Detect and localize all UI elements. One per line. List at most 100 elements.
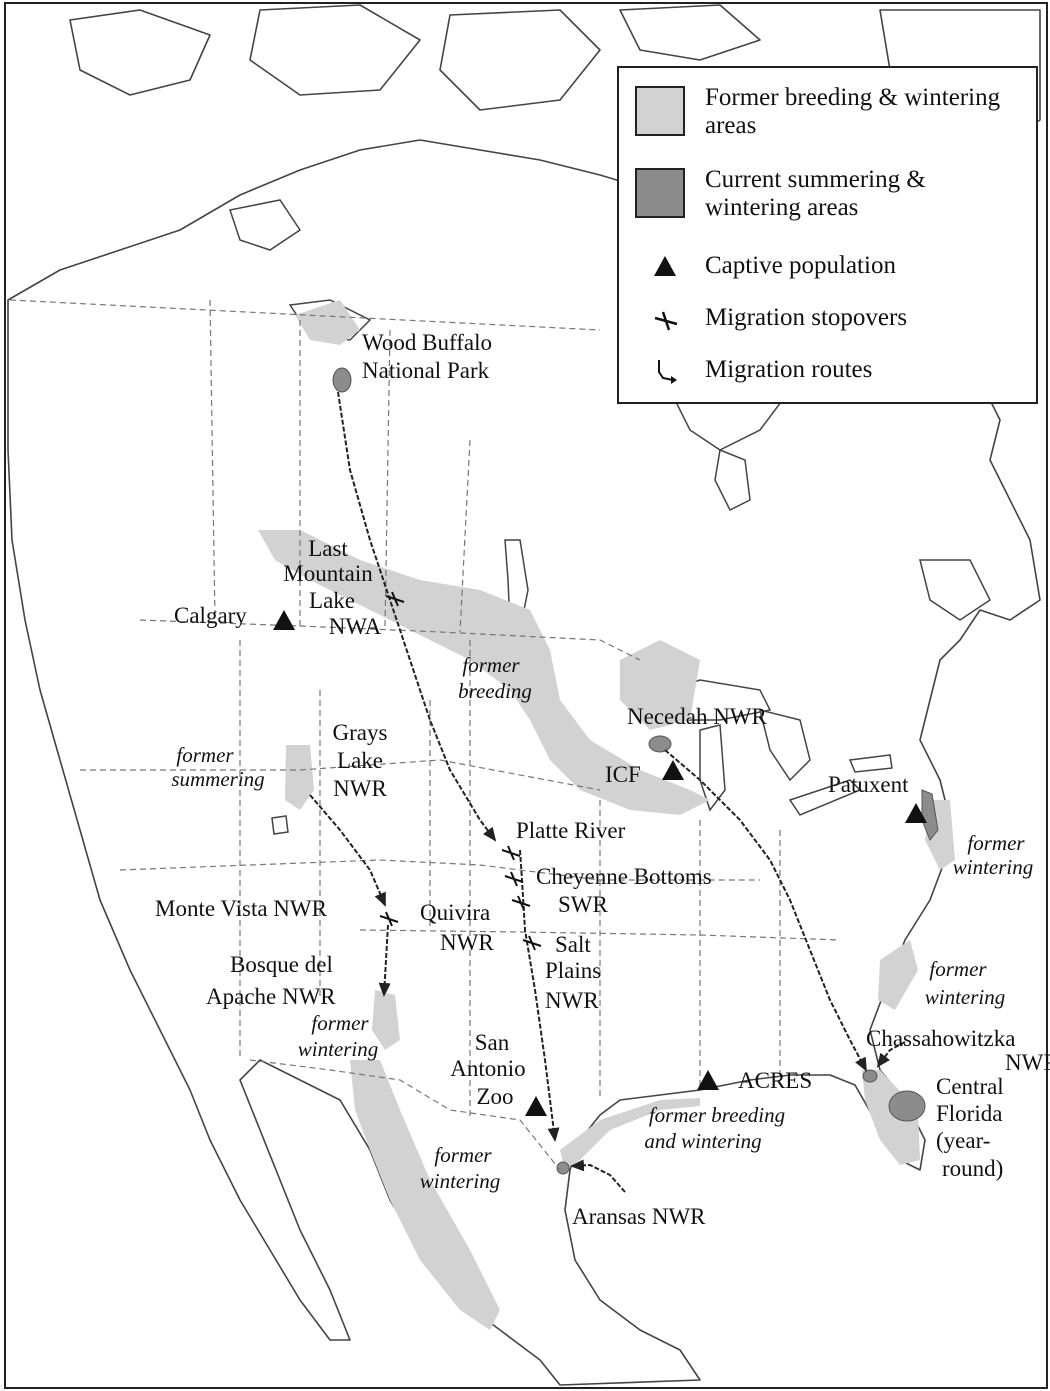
annotation-former-wintering-se-line1: former	[929, 957, 987, 981]
route-wood-buffalo-to-aransas	[337, 391, 497, 842]
label-central-florida-line2: Florida	[936, 1101, 1003, 1126]
route-platte-to-aransas	[519, 849, 560, 1142]
captive-patuxent	[905, 803, 927, 823]
label-quivira-line1: Quivira	[420, 900, 491, 925]
label-calgary: Calgary	[174, 603, 247, 628]
current-range-aransas	[556, 1161, 570, 1175]
label-last-mountain-line4: NWA	[328, 614, 382, 639]
political-borders	[9, 299, 841, 1171]
james-bay	[714, 448, 751, 512]
label-acres: ACRES	[738, 1068, 813, 1093]
label-grays-lake-line1: Grays	[332, 720, 388, 745]
lake-erie	[788, 779, 862, 816]
label-central-florida-line3: (year-	[936, 1128, 991, 1153]
label-wood-buffalo-line2: National Park	[362, 358, 490, 383]
annotation-former-wintering-nm-line1: former	[311, 1011, 369, 1035]
route-arrow-icon	[658, 360, 677, 384]
label-chassahowitzka-line1: Chassahowitzka	[866, 1026, 1016, 1051]
annotation-former-wintering-mx-line1: former	[434, 1143, 492, 1167]
label-necedah: Necedah NWR	[627, 704, 767, 729]
arctic-island-2	[249, 4, 421, 96]
migration-routes	[309, 391, 906, 1193]
legend-label-former: Former breeding & wintering areas	[705, 84, 1001, 139]
border-state-row-2	[119, 859, 760, 881]
lake-huron	[758, 708, 811, 782]
captive-population-markers	[273, 610, 927, 1116]
legend-label-current: Current summering & wintering areas	[705, 166, 926, 221]
route-chassahowitzka-pointer	[876, 1041, 906, 1068]
border-province-1	[209, 299, 216, 621]
gulf-of-st-lawrence	[919, 559, 991, 621]
label-bosque-line2: Apache NWR	[206, 984, 336, 1009]
stopover-icon	[654, 311, 678, 331]
captive-calgary	[273, 610, 295, 630]
annotation-former-wintering-east-line2: wintering	[952, 855, 1034, 879]
annotation-former-summering-line2: summering	[171, 767, 265, 791]
label-wood-buffalo-line1: Wood Buffalo	[362, 330, 492, 355]
legend-row-captive: Captive population	[619, 252, 1036, 286]
annotation-former-wintering-east-line1: former	[967, 831, 1025, 855]
great-bear-lake	[229, 199, 302, 251]
label-central-florida-line4: round)	[942, 1156, 1004, 1181]
label-last-mountain-line2: Mountain	[283, 561, 373, 586]
label-quivira-line2: NWR	[440, 930, 494, 955]
annotation-former-wintering-mx-line2: wintering	[419, 1169, 501, 1193]
label-san-antonio-line3: Zoo	[476, 1084, 514, 1109]
annotation-former-wintering-nm-line2: wintering	[297, 1037, 379, 1061]
label-platte-river: Platte River	[516, 818, 626, 843]
annotation-former-breeding-gulf-line2: and wintering	[644, 1129, 762, 1153]
label-salt-plains-line2: Plains	[545, 958, 602, 983]
stopover-markers	[379, 591, 542, 951]
route-monte-vista-to-bosque	[378, 924, 391, 997]
legend-row-stopover: Migration stopovers	[619, 304, 1036, 338]
former-range-new-mexico	[372, 990, 400, 1050]
label-patuxent: Patuxent	[828, 772, 909, 797]
current-range-wood-buffalo	[332, 367, 352, 393]
border-state-row-1	[80, 759, 601, 791]
current-range-chassahowitzka	[862, 1069, 878, 1083]
legend-label-route: Migration routes	[705, 356, 873, 383]
label-cheyenne-bottoms-line1: Cheyenne Bottoms	[536, 864, 712, 889]
stopover-last-mountain	[385, 591, 405, 607]
former-range-carolinas	[878, 940, 918, 1010]
arctic-island-3	[439, 9, 601, 111]
stopover-salt-plains	[522, 935, 542, 951]
label-san-antonio-line1: San	[474, 1030, 510, 1055]
label-salt-plains-line1: Salt	[555, 932, 591, 957]
arctic-island-1	[69, 9, 211, 96]
former-range-prairie	[258, 530, 710, 815]
border-canada-us	[139, 619, 641, 661]
stopover-monte-vista	[379, 911, 399, 927]
annotation-former-breeding-line1: former	[462, 653, 520, 677]
legend-label-captive: Captive population	[705, 252, 896, 279]
label-san-antonio-line2: Antonio	[450, 1056, 526, 1081]
stopover-platte	[501, 845, 521, 861]
border-state-row-3	[359, 929, 841, 941]
former-range-idaho	[285, 745, 314, 810]
legend-swatch-current	[635, 168, 685, 218]
current-range-areas	[332, 367, 939, 1175]
label-central-florida-line1: Central	[936, 1074, 1004, 1099]
border-us-mexico	[249, 1059, 561, 1171]
annotation-former-summering-line1: former	[176, 743, 234, 767]
label-grays-lake-line3: NWR	[333, 776, 387, 801]
label-chassahowitzka-line2: NWR	[1005, 1050, 1050, 1075]
map-legend: Former breeding & wintering areas Curren…	[617, 66, 1038, 404]
label-salt-plains-line3: NWR	[545, 988, 599, 1013]
annotation-former-wintering-se-line2: wintering	[924, 985, 1006, 1009]
legend-swatch-former	[635, 86, 685, 136]
route-aransas-pointer	[570, 1159, 626, 1193]
lake-michigan	[699, 724, 726, 812]
legend-label-stopover: Migration stopovers	[705, 304, 908, 331]
lake-ontario	[848, 754, 893, 773]
stopover-cheyenne	[504, 871, 524, 887]
border-province-4	[459, 439, 471, 633]
label-cheyenne-bottoms-line2: SWR	[558, 892, 608, 917]
border-49-parallel-west	[9, 299, 601, 331]
great-salt-lake	[271, 815, 289, 835]
map-frame	[4, 2, 1048, 1389]
label-monte-vista: Monte Vista NWR	[155, 896, 327, 921]
annotation-former-breeding-line2: breeding	[458, 679, 532, 703]
legend-row-current: Current summering & wintering areas	[619, 166, 1036, 228]
